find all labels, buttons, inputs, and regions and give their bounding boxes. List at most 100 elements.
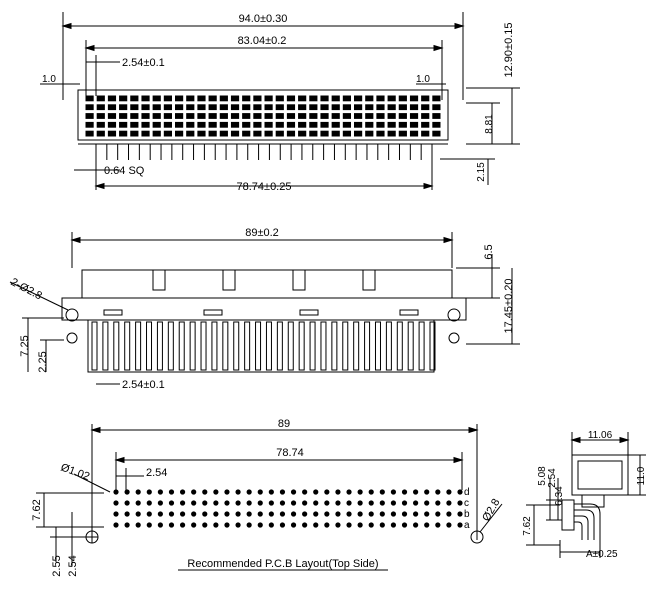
top-pin-cell: [230, 104, 240, 111]
dim-pin-row-span: 78.74±0.25: [237, 181, 292, 193]
top-pin-cell: [421, 113, 430, 119]
front-pin: [255, 321, 262, 371]
pcb-hole: [168, 522, 175, 528]
pcb-hole: [368, 500, 374, 506]
dim-overall-width: 94.0±0.30: [239, 13, 288, 25]
top-pin-cell: [197, 113, 206, 119]
pcb-hole: [202, 522, 208, 528]
pcb-hole: [135, 500, 141, 506]
front-pin: [189, 321, 196, 371]
side-dim-508: 5.08: [537, 466, 548, 486]
pcb-hole-grid: [113, 489, 463, 528]
pcb-hole: [135, 522, 141, 528]
top-pin-cell: [253, 104, 262, 111]
top-pin-cell: [387, 121, 396, 128]
top-pin-cell: [432, 113, 441, 119]
top-pin-cell: [208, 113, 217, 119]
pcb-hole: [290, 489, 297, 495]
dim-pin-span: 83.04±0.2: [238, 35, 287, 47]
top-pin-cell: [331, 130, 340, 137]
top-pin-cell: [107, 121, 117, 128]
front-pin: [124, 321, 131, 371]
front-pin: [429, 321, 436, 371]
top-pin-cell: [409, 130, 419, 137]
top-pin-cell: [119, 113, 128, 119]
pcb-hole: [446, 522, 452, 528]
top-pin-cell: [242, 121, 251, 128]
dim-pitch: 2.54±0.1: [122, 57, 165, 69]
top-pin-cell: [85, 95, 94, 102]
top-pin-cell: [96, 95, 105, 102]
pcb-hole: [113, 500, 119, 506]
pcb-hole: [324, 500, 330, 506]
pcb-hole: [401, 522, 408, 528]
top-pin-cell: [96, 121, 105, 128]
top-pin-cell: [342, 130, 351, 137]
top-pin-cell: [298, 121, 307, 128]
pcb-hole: [324, 511, 330, 517]
pcb-hole: [135, 489, 141, 495]
pcb-hole: [390, 511, 397, 517]
pcb-hole: [202, 511, 208, 517]
top-pin-cell: [320, 113, 329, 119]
top-pin-cell: [253, 130, 262, 137]
pcb-hole: [246, 489, 252, 495]
top-pin-cell: [85, 113, 94, 119]
pcb-hole: [224, 522, 230, 528]
pcb-hole: [379, 511, 385, 517]
top-pin-cell: [163, 95, 172, 102]
top-pin-cell: [107, 113, 117, 119]
pcb-pitch: 2.54: [146, 467, 167, 479]
dim-front-pitch: 2.54±0.1: [122, 379, 165, 391]
top-pin-tails: [95, 144, 433, 160]
front-pin: [211, 321, 218, 371]
top-pin-cell: [354, 130, 363, 137]
pcb-hole: [202, 489, 208, 495]
top-pin-cell: [197, 121, 206, 128]
top-pin-cell: [130, 104, 139, 111]
pcb-hole: [191, 522, 197, 528]
top-pin-cell: [152, 104, 161, 111]
top-pin-cell: [96, 104, 105, 111]
top-pin-cell: [376, 95, 385, 102]
top-pin-cell: [219, 121, 228, 128]
top-pin-cell: [409, 113, 419, 119]
top-pin-cell: [96, 113, 105, 119]
dim-offset-a: 7.25: [19, 335, 31, 356]
front-pin: [113, 321, 120, 371]
pcb-hole: [457, 489, 463, 495]
top-pin-cell: [242, 113, 251, 119]
top-pin-cell: [376, 113, 385, 119]
row-letter-b: b: [464, 509, 470, 520]
pcb-hole: [357, 500, 363, 506]
pcb-hole: [124, 522, 130, 528]
pcb-hole: [146, 489, 152, 495]
top-pin-cell: [152, 121, 161, 128]
pcb-hole: [113, 522, 119, 528]
dim-edge-right: 1.0: [416, 74, 430, 85]
pcb-hole: [335, 500, 341, 506]
pcb-hole: [302, 511, 308, 517]
pcb-hole: [424, 511, 430, 517]
top-pin-cell: [421, 95, 430, 102]
dim-pin-size: 0.64 SQ: [104, 165, 145, 177]
top-pin-cell: [219, 95, 228, 102]
front-pin: [102, 321, 109, 371]
top-pin-cell: [208, 130, 217, 137]
pcb-hole: [457, 522, 463, 528]
top-pin-cell: [175, 130, 184, 137]
top-pin-cell: [264, 95, 273, 102]
pcb-hole: [346, 522, 352, 528]
top-pin-cell: [219, 130, 228, 137]
pcb-hole: [324, 522, 330, 528]
pcb-hole: [379, 500, 385, 506]
top-view: [40, 12, 520, 190]
pcb-hole: [213, 511, 219, 517]
top-pin-cell: [219, 113, 228, 119]
pcb-hole: [179, 522, 186, 528]
pcb-hole: [413, 500, 419, 506]
pcb-hole: [446, 489, 452, 495]
pcb-hole: [457, 511, 463, 517]
top-pin-cell: [275, 95, 284, 102]
pcb-hole: [124, 511, 130, 517]
